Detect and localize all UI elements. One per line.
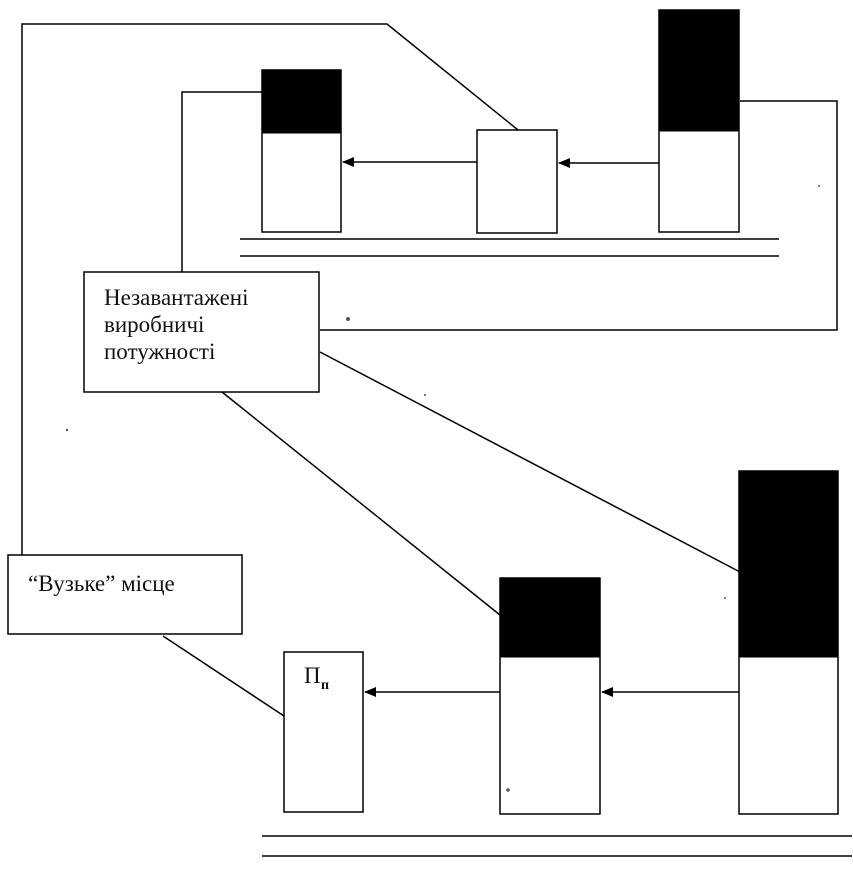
top-middle-machine: [476, 129, 558, 234]
top-right-machine-load-fill: [658, 9, 740, 132]
unloaded-capacity-label-line2: виробничі: [104, 312, 204, 337]
bottleneck-label-box: “Вузьке” місце: [7, 554, 243, 635]
top-left-machine-connector-line: [181, 91, 262, 272]
top-left-machine: [261, 69, 342, 233]
top-left-machine-load-fill: [261, 69, 342, 134]
label-to-bottom-right-line: [319, 351, 741, 573]
bottleneck-label: “Вузьке” місце: [28, 571, 175, 596]
scan-specks: [65, 185, 820, 792]
bottom-right-machine-load-fill: [738, 470, 839, 658]
label-to-bottom-middle-line: [221, 391, 501, 616]
bottom-middle-machine-load-fill: [499, 577, 601, 658]
top-right-machine: [658, 9, 740, 233]
unloaded-capacity-label-line1: Незавантажені: [104, 285, 249, 310]
bottom-right-machine: [738, 470, 839, 815]
bottleneck-to-pn-line: [162, 635, 285, 717]
unloaded-capacity-label-line3: потужності: [104, 339, 215, 364]
pn-label: П п: [304, 663, 329, 693]
top-right-machine-connector-line: [320, 100, 838, 331]
bottleneck-connector-line: [21, 23, 519, 555]
unloaded-capacity-label-box: Незавантажені виробничі потужності: [83, 271, 320, 393]
pn-label-main: П: [304, 663, 321, 688]
pn-machine: [283, 651, 364, 813]
bottom-middle-machine: [499, 577, 601, 815]
pn-label-subscript: п: [321, 678, 329, 693]
